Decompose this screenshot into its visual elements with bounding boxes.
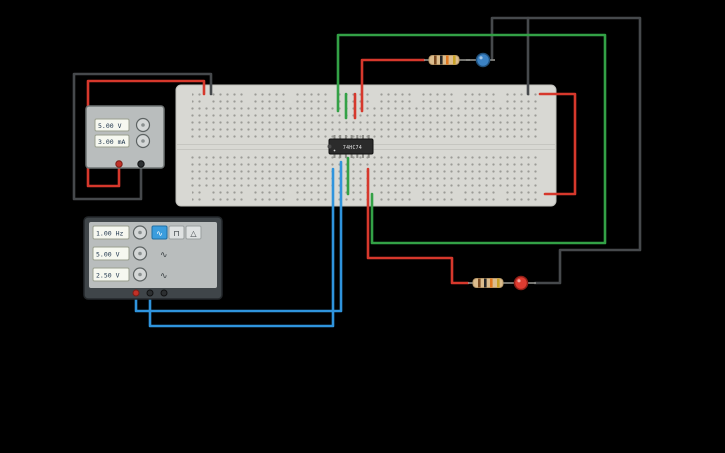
current-display-value: 3.00 mA [98,138,125,146]
resistor-band-3 [446,55,449,65]
frequency-knob-dot [138,230,142,235]
function-generator[interactable]: 1.00 Hz ∿ ⊓ △ 5.00 V ∿ 2.50 V ∿ [83,216,223,300]
waveform-button-square[interactable] [168,225,185,240]
led-red[interactable] [513,275,529,291]
current-display [94,134,130,148]
led-highlight [517,279,521,283]
resistor-band-4 [453,55,456,65]
frequency-display-value: 1.00 Hz [96,229,123,237]
amplitude-display [92,246,130,261]
amplitude-knob-dot [138,251,142,256]
waveform-button-triangle[interactable] [185,225,202,240]
square-wave-icon: ⊓ [173,229,179,238]
wire-red-to-top-resistor[interactable] [360,58,426,113]
waveform-button-sine[interactable] [151,225,168,240]
resistor-band-4 [497,278,500,288]
breadboard[interactable] [175,84,557,207]
led-blue[interactable] [466,52,495,68]
ic-pin1-dot [333,149,336,152]
amplitude-sine-icon: ∿ [160,251,168,261]
resistor-band-3 [490,278,493,288]
ic-chip[interactable]: 74HC74 [327,135,374,158]
power-supply[interactable]: 5.00 V 3.00 mA [85,105,165,169]
resistor-band-2 [440,55,443,65]
offset-sine-icon: ∿ [160,272,168,282]
sine-wave-icon: ∿ [156,229,163,238]
positive-terminal[interactable] [115,160,123,168]
current-knob-dot [141,139,145,143]
wire-blue-signal-1[interactable] [134,160,343,313]
generator-ground-terminal[interactable] [160,289,168,297]
resistor-band-2 [484,278,487,288]
led-highlight [479,56,483,60]
breadboard-lower-rows [190,152,540,187]
resistor-band-1 [434,55,437,65]
voltage-display-value: 5.00 V [98,122,122,130]
breadboard-top-rails [192,90,538,104]
generator-positive-terminal[interactable] [132,289,140,297]
triangle-wave-icon: △ [190,229,197,238]
generator-negative-terminal[interactable] [146,289,154,297]
voltage-display [94,118,130,132]
offset-display [92,267,130,282]
amplitude-display-value: 5.00 V [96,250,120,258]
ic-pins [333,135,370,158]
resistor-top[interactable] [424,55,470,65]
ic-notch [327,144,332,149]
wire-green-feedback-loop[interactable] [336,33,607,245]
wire-red-power-loop-right[interactable] [538,92,577,196]
ic-label: 74HC74 [343,145,362,151]
wire-red-to-bottom-resistor[interactable] [366,167,470,285]
offset-knob-dot [138,272,142,277]
breadboard-bottom-rails [192,190,538,204]
resistor-band-1 [478,278,481,288]
wire-blue-signal-2[interactable] [148,167,335,328]
voltage-knob-dot [141,123,145,127]
breadboard-upper-rows [190,107,540,142]
frequency-display [92,225,130,240]
offset-display-value: 2.50 V [96,271,120,279]
wire-black-supply-negative[interactable] [72,72,213,201]
negative-terminal[interactable] [137,160,145,168]
wire-black-ground-loop[interactable] [490,16,642,285]
